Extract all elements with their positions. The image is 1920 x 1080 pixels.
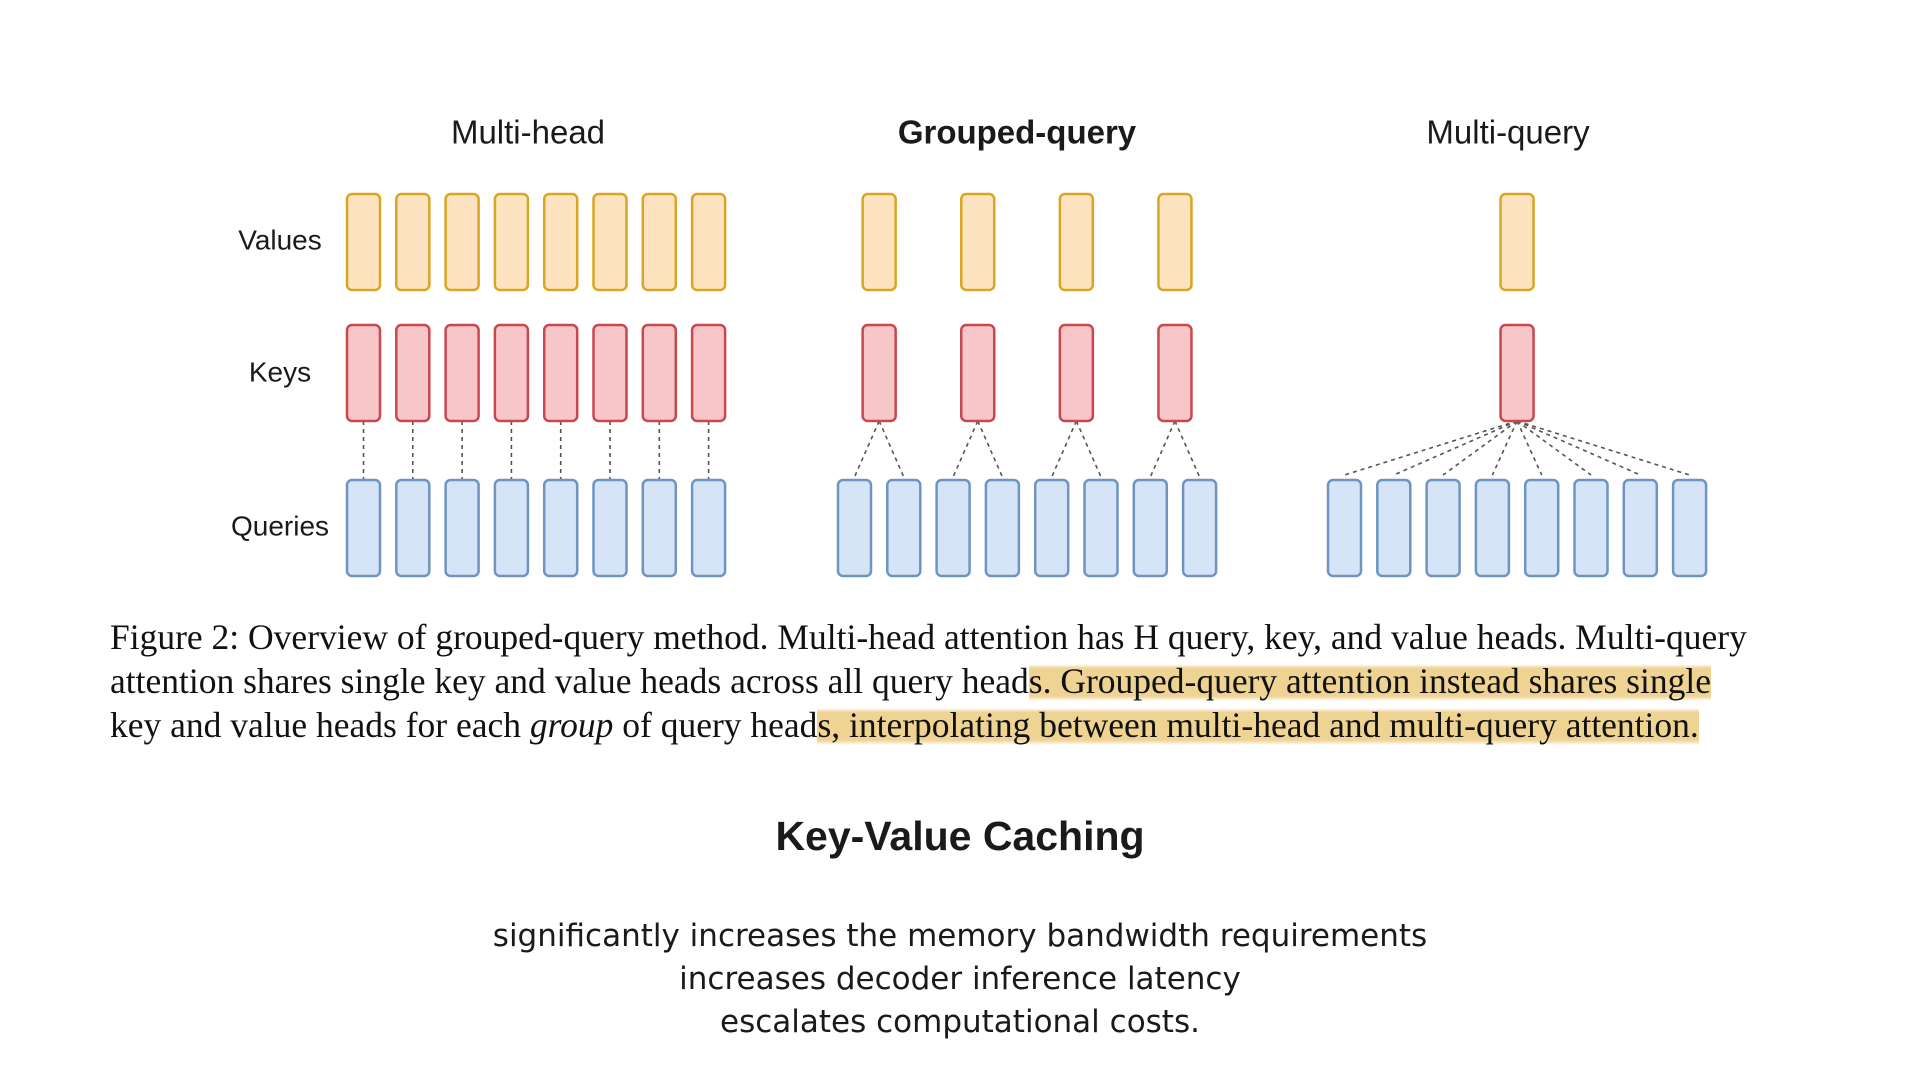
key-head (395, 323, 431, 423)
bullet-list: significantly increases the memory bandw… (0, 915, 1920, 1044)
row-label-queries: Queries (231, 510, 329, 541)
value-head (641, 192, 678, 292)
query-head (641, 478, 678, 578)
query-head (592, 478, 628, 578)
query-head (886, 478, 922, 578)
query-head (935, 478, 971, 578)
query-head (836, 478, 873, 578)
connector-line (1075, 420, 1102, 478)
key-head (444, 323, 480, 423)
key-head (1499, 323, 1535, 423)
key-head (861, 323, 897, 423)
query-head (1376, 478, 1412, 578)
key-head (592, 323, 628, 423)
panel-title: Grouped-query (898, 114, 1137, 151)
query-head (1132, 478, 1169, 578)
query-head (1671, 478, 1708, 578)
connector-line (878, 420, 905, 478)
connector-line (1516, 420, 1592, 476)
connector-line (1442, 420, 1518, 476)
query-head (1474, 478, 1511, 578)
query-head (493, 478, 530, 578)
value-head (861, 192, 897, 292)
row-label-values: Values (238, 224, 322, 255)
query-head (395, 478, 431, 578)
caption-line-2-plain: attention shares single key and value he… (110, 661, 1029, 701)
connector-line (1516, 420, 1690, 476)
figure-caption: Figure 2: Overview of grouped-query meth… (110, 615, 1830, 747)
panel-title: Multi-query (1426, 114, 1590, 151)
value-head (1499, 192, 1535, 292)
bullet-item: increases decoder inference latency (679, 961, 1241, 997)
connector-line (1516, 420, 1641, 476)
connector-line (853, 420, 880, 478)
value-head (542, 192, 579, 292)
bullet-item: escalates computational costs. (720, 1004, 1200, 1040)
key-head (493, 323, 530, 423)
connector-line (952, 420, 979, 478)
key-head (345, 323, 382, 423)
query-head (444, 478, 480, 578)
query-head (1523, 478, 1560, 578)
caption-line-2: attention shares single key and value he… (110, 659, 1830, 703)
connector-line (1491, 420, 1518, 476)
caption-line-1: Figure 2: Overview of grouped-query meth… (110, 617, 1747, 657)
value-head (1157, 192, 1193, 292)
caption-line-2-highlight: s. Grouped-query attention instead share… (1028, 661, 1711, 701)
key-head (542, 323, 579, 423)
value-head (690, 192, 727, 292)
query-head (1573, 478, 1609, 578)
key-head (1157, 323, 1193, 423)
value-head (395, 192, 431, 292)
value-head (1058, 192, 1095, 292)
query-head (984, 478, 1021, 578)
key-head (960, 323, 996, 423)
value-head (592, 192, 628, 292)
key-head (641, 323, 678, 423)
query-head (1083, 478, 1119, 578)
query-head (1033, 478, 1070, 578)
connector-line (977, 420, 1004, 478)
bullet-item: significantly increases the memory bandw… (492, 918, 1428, 954)
value-head (444, 192, 480, 292)
key-head (1058, 323, 1095, 423)
connector-line (1393, 420, 1518, 476)
query-head (542, 478, 579, 578)
value-head (960, 192, 996, 292)
query-head (1181, 478, 1218, 578)
value-head (493, 192, 530, 292)
query-head (1326, 478, 1363, 578)
connector-line (1149, 420, 1176, 478)
query-head (1425, 478, 1461, 578)
value-head (345, 192, 382, 292)
caption-line-3-plain-2: of query head (613, 705, 818, 745)
query-head (1622, 478, 1659, 578)
caption-line-3-plain: key and value heads for each (110, 705, 530, 745)
key-head (690, 323, 727, 423)
connector-line (1050, 420, 1078, 478)
panel-title: Multi-head (451, 114, 605, 151)
section-title: Key-Value Caching (775, 813, 1145, 859)
connector-line (1174, 420, 1201, 478)
caption-line-3-highlight: s, interpolating between multi-head and … (817, 705, 1699, 745)
caption-group-emphasis: group (529, 705, 614, 745)
connector-line (1344, 420, 1518, 476)
connector-line (1516, 420, 1543, 476)
row-label-keys: Keys (249, 356, 311, 387)
query-head (345, 478, 382, 578)
caption-line-3: key and value heads for each group of qu… (110, 703, 1830, 747)
query-head (690, 478, 727, 578)
